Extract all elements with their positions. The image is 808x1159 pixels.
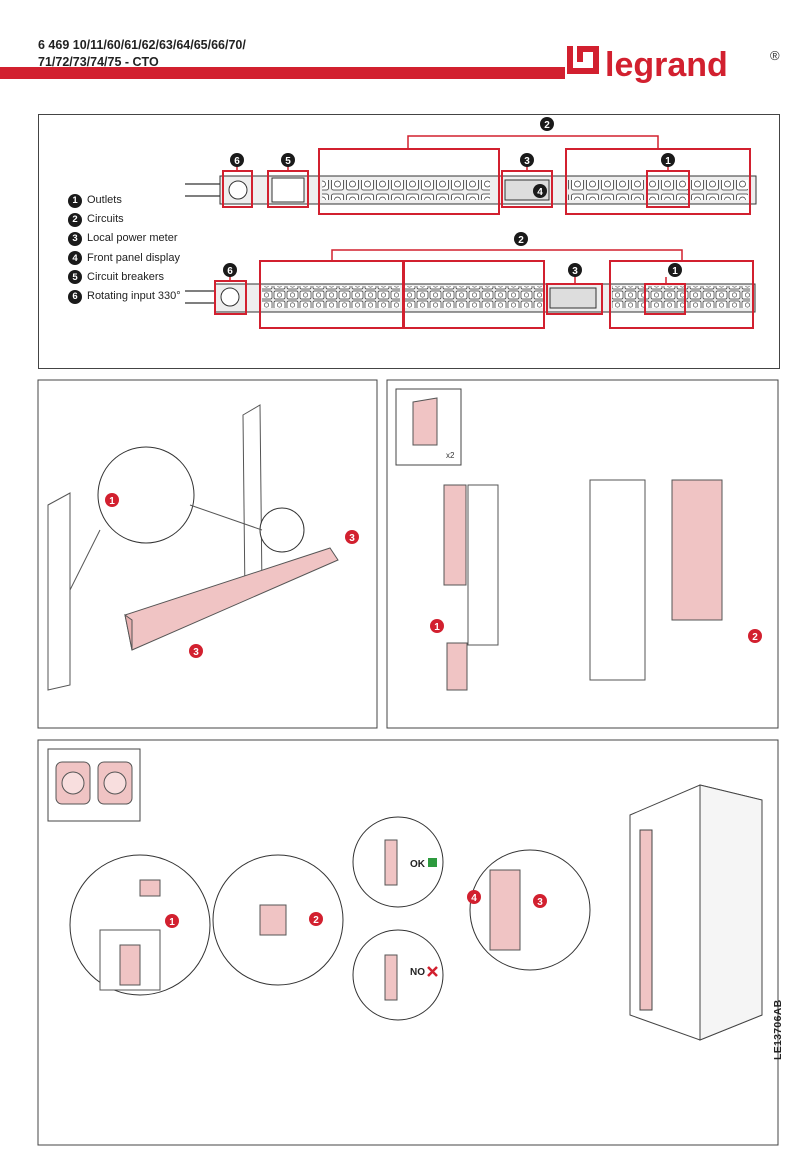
brand-wordmark: legrand xyxy=(605,46,728,84)
legend-label: Circuit breakers xyxy=(87,270,165,283)
callout-badge: 4 xyxy=(68,251,82,266)
cabinet-callouts: 1 2 4 3 xyxy=(165,890,547,928)
legend-label: Circuits xyxy=(87,213,124,226)
callout-2: 2 xyxy=(752,632,758,643)
callout-badge: 5 xyxy=(68,270,82,285)
callout-4: 4 xyxy=(471,893,477,904)
pdu-strip-upper xyxy=(185,135,757,215)
product-reference: 6 469 10/11/60/61/62/63/64/65/66/70/ 71/… xyxy=(38,37,246,71)
callout-badge: 6 xyxy=(68,289,82,304)
callout-1: 1 xyxy=(169,917,175,928)
cabinet xyxy=(629,784,763,1041)
vertical-mount-illustration xyxy=(443,479,723,691)
vertical-mount-panel xyxy=(386,379,779,729)
overview-callouts: 2 6 5 3 1 4 2 6 3 1 xyxy=(223,117,682,277)
vertical-mount-callouts: 1 2 xyxy=(430,619,762,643)
clip-quantity: x2 xyxy=(446,451,455,460)
callout-1: 1 xyxy=(672,266,678,277)
status-ok: OK xyxy=(410,859,426,870)
legend-label: Front panel display xyxy=(87,251,180,264)
document-code: LE13706AB xyxy=(772,999,784,1060)
callout-3: 3 xyxy=(349,533,355,544)
product-reference-line-2: 71/72/73/74/75 - CTO xyxy=(38,55,159,69)
callout-2: 2 xyxy=(544,120,550,131)
header-red-bar xyxy=(0,67,565,79)
cabinet-install-panel xyxy=(37,739,779,1146)
callout-badge: 3 xyxy=(68,231,82,246)
callout-2: 2 xyxy=(518,235,524,246)
callout-3: 3 xyxy=(193,647,199,658)
legend-item: 6 Rotating input 330° xyxy=(68,287,181,306)
callout-3: 3 xyxy=(524,156,530,167)
pdu-strip-lower xyxy=(185,249,756,329)
cabinet-details xyxy=(99,839,521,1001)
legend-label: Rotating input 330° xyxy=(87,289,181,302)
overview-panel xyxy=(38,114,780,369)
callout-1: 1 xyxy=(434,622,440,633)
legend-item: 2 Circuits xyxy=(68,210,181,229)
callout-6: 6 xyxy=(227,266,233,277)
legend-item: 4 Front panel display xyxy=(68,249,181,268)
callout-3: 3 xyxy=(537,897,543,908)
rack-mount-illustration xyxy=(47,404,339,691)
callout-4: 4 xyxy=(537,187,543,198)
legend-label: Local power meter xyxy=(87,232,178,245)
status-no: NO xyxy=(410,967,425,978)
legrand-logo: legrand ® xyxy=(567,46,780,84)
callout-2: 2 xyxy=(313,915,319,926)
cross-icon xyxy=(427,966,438,977)
mounting-clip-icon xyxy=(412,397,438,446)
legend-item: 5 Circuit breakers xyxy=(68,268,181,287)
product-reference-line-1: 6 469 10/11/60/61/62/63/64/65/66/70/ xyxy=(38,38,246,52)
legend-label: Outlets xyxy=(87,194,122,206)
check-icon xyxy=(428,858,437,867)
rack-mount-callouts: 1 3 3 xyxy=(105,493,359,658)
legend-item: 3 Local power meter xyxy=(68,229,181,248)
callout-6: 6 xyxy=(234,156,240,167)
callout-badge: 1 xyxy=(68,193,82,208)
callout-1: 1 xyxy=(665,156,671,167)
registered-mark: ® xyxy=(770,48,780,63)
callout-3: 3 xyxy=(572,266,578,277)
legend-item: 1 Outlets xyxy=(68,191,181,210)
horizontal-mount-panel xyxy=(37,379,378,729)
callout-5: 5 xyxy=(285,156,291,167)
callout-1: 1 xyxy=(109,496,115,507)
knob-icons xyxy=(55,761,133,805)
fit-status: OK NO xyxy=(410,858,438,978)
callout-badge: 2 xyxy=(68,212,82,227)
